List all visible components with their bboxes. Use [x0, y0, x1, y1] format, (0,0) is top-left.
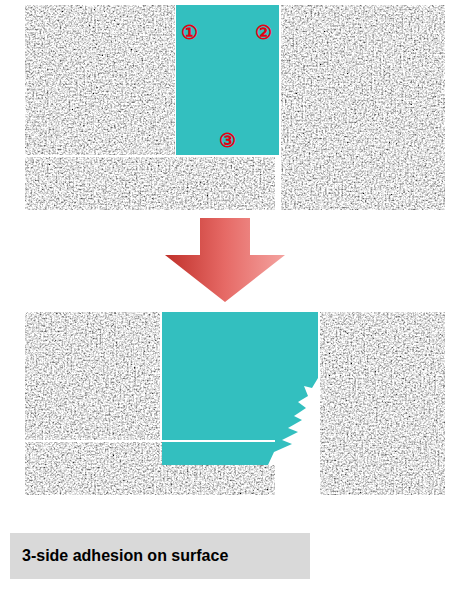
caption-text: 3-side adhesion on surface	[22, 547, 310, 565]
joint-line	[162, 440, 275, 442]
sealant	[162, 312, 318, 465]
callout-number: ①	[181, 23, 198, 42]
crack	[268, 378, 318, 465]
joint-line	[176, 155, 279, 157]
sealant	[176, 5, 279, 156]
gap	[275, 465, 320, 495]
callout-number: ③	[219, 131, 236, 150]
callout-number: ②	[255, 23, 272, 42]
caption-box: 3-side adhesion on surface	[10, 533, 310, 579]
down-arrow	[165, 218, 285, 302]
concrete-block	[25, 5, 445, 210]
concrete-block	[25, 312, 445, 495]
